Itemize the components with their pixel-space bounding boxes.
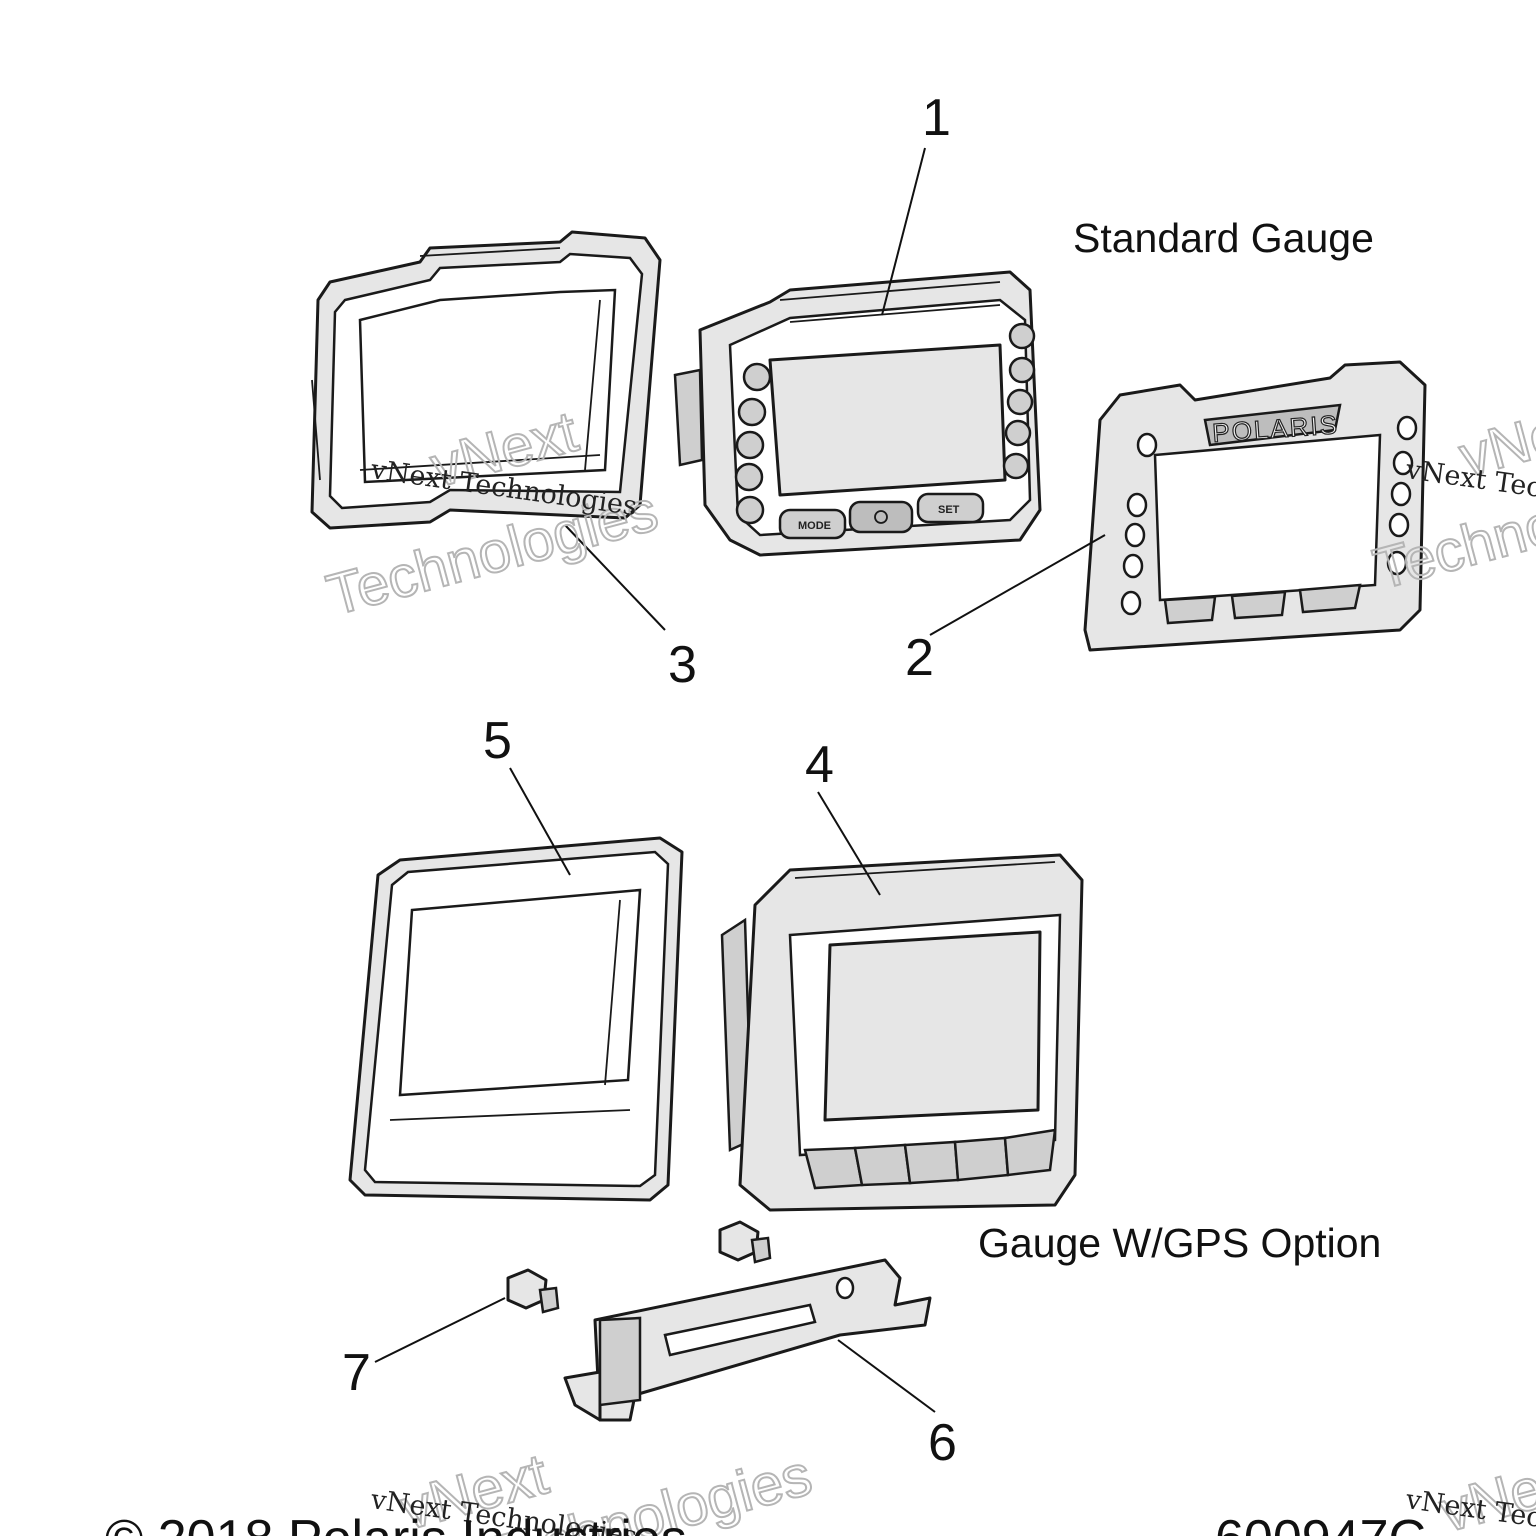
bezel-right-holes (1386, 415, 1418, 576)
copyright-text: © 2018 Polaris Industries (105, 1510, 687, 1536)
callout-5: 5 (483, 712, 512, 770)
set-button (916, 492, 985, 524)
part-7-bolts (506, 1220, 772, 1314)
gps-gauge-caption: Gauge W/GPS Option (978, 1220, 1381, 1266)
callout-1: 1 (922, 89, 951, 147)
part-3-bezel-ring (310, 230, 662, 530)
right-button-column (1002, 322, 1036, 480)
part-4-gps-gauge (720, 853, 1084, 1212)
gps-buttons (803, 1128, 1057, 1190)
callout-3: 3 (668, 636, 697, 694)
callout-numbers: 1 2 3 4 5 6 7 (342, 89, 957, 1472)
part-5-seal-ring (348, 836, 684, 1202)
watermark-bottom-left: vNext Technologies vNext Technologies (368, 1440, 819, 1536)
mode-button (778, 508, 847, 540)
bezel-left-holes (1120, 432, 1158, 616)
callout-4: 4 (805, 736, 834, 794)
callout-6: 6 (928, 1414, 957, 1472)
callout-7: 7 (342, 1344, 371, 1402)
part-code: 600947C (1215, 1510, 1426, 1536)
set-button-label: SET (938, 504, 960, 516)
callout-2: 2 (905, 629, 934, 687)
center-button (848, 500, 914, 534)
left-button-column (734, 362, 772, 525)
part-2-front-bezel: POLARIS (1083, 360, 1427, 652)
mode-button-label: MODE (798, 520, 831, 532)
part-1-standard-gauge: MODE SET (673, 270, 1042, 557)
standard-gauge-caption: Standard Gauge (1073, 215, 1374, 261)
leader-lines (374, 147, 1106, 1413)
part-6-bracket (563, 1258, 932, 1422)
